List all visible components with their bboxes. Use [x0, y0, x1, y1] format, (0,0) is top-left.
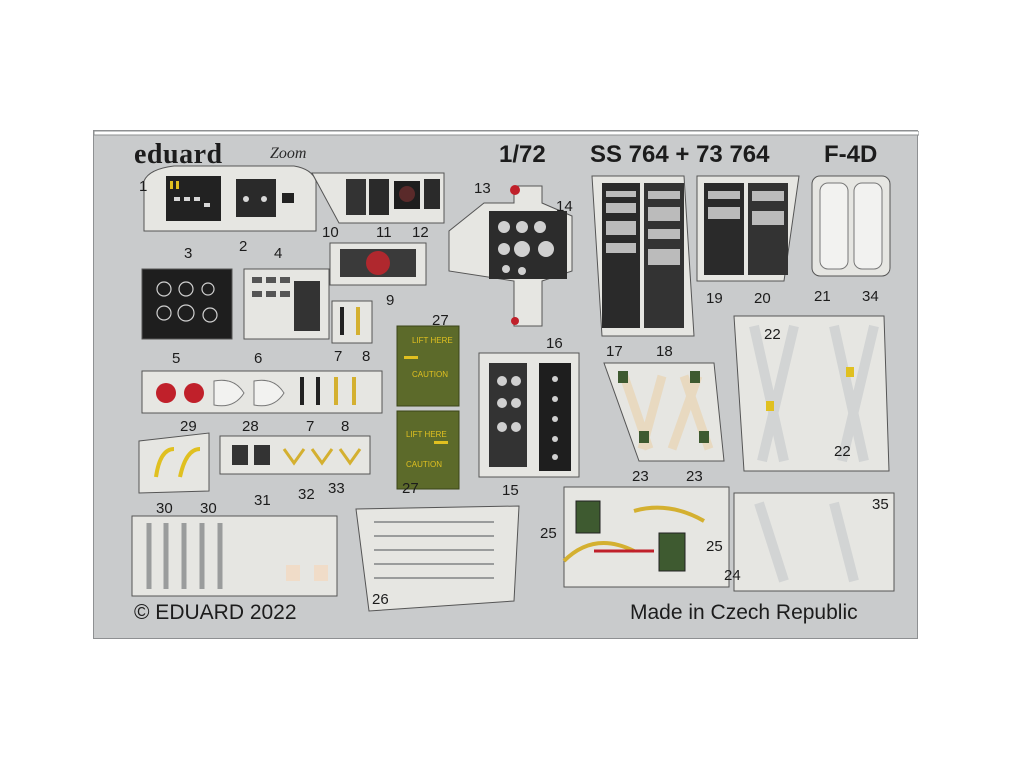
part-label: 8 [362, 348, 371, 365]
copyright-text: © EDUARD 2022 [134, 601, 297, 624]
photo-etch-fret: eduard Zoom 1/72 SS 764 + 73 764 F-4D © … [93, 130, 919, 639]
part-label: 25 [706, 538, 723, 555]
part-label: 2 [239, 238, 248, 255]
part-label: 23 [686, 468, 703, 485]
part-label: 3 [184, 245, 193, 262]
part-label: 33 [328, 480, 345, 497]
part-label: 18 [656, 343, 673, 360]
part-22-straps [733, 315, 890, 472]
part-17-18-consoles [591, 175, 695, 337]
scale-label: 1/72 [499, 141, 546, 168]
zoom-logo: Zoom [270, 145, 307, 162]
placard-text: CAUTION [406, 460, 442, 469]
fret-artwork [94, 131, 919, 612]
part-label: 23 [632, 468, 649, 485]
part-label: 9 [386, 292, 395, 309]
part-label: 5 [172, 350, 181, 367]
part-label: 11 [376, 224, 392, 241]
part-30-32 [131, 515, 338, 597]
part-label: 34 [862, 288, 879, 305]
part-label: 24 [724, 567, 741, 584]
part-label: 4 [274, 245, 283, 262]
part-1-coaming [143, 165, 317, 232]
part-label: 21 [814, 288, 831, 305]
part-label: 22 [834, 443, 851, 460]
part-19-20-consoles [696, 175, 800, 282]
part-10-12-rear-coaming [311, 172, 445, 224]
part-label: 30 [156, 500, 173, 517]
part-label: 15 [502, 482, 519, 499]
part-bracket [138, 432, 210, 494]
part-7-8-handles [331, 300, 373, 344]
part-label: 35 [872, 496, 889, 513]
part-label: 31 [254, 492, 271, 509]
set-code: SS 764 + 73 764 [590, 141, 770, 168]
part-label: 17 [606, 343, 623, 360]
part-9 [329, 242, 427, 286]
part-28-33 [219, 435, 371, 475]
part-label: 22 [764, 326, 781, 343]
part-13-14-center-panel [448, 185, 573, 327]
part-label: 13 [474, 180, 491, 197]
part-label: 30 [200, 500, 217, 517]
brand-logo: eduard [134, 139, 223, 170]
part-label: 32 [298, 486, 315, 503]
part-label: 28 [242, 418, 259, 435]
part-label: 20 [754, 290, 771, 307]
part-25-harness [562, 486, 730, 588]
part-label: 27 [402, 480, 419, 497]
part-label: 27 [432, 312, 449, 329]
part-label: 16 [546, 335, 563, 352]
part-label: 10 [322, 224, 339, 241]
part-label: 19 [706, 290, 723, 307]
model-name: F-4D [824, 141, 878, 168]
part-label: 6 [254, 350, 263, 367]
part-label: 29 [180, 418, 197, 435]
placard-text: LIFT HERE [406, 430, 447, 439]
part-15-16-panel [478, 352, 580, 478]
part-26-floor [355, 505, 520, 612]
part-23-straps [603, 362, 725, 462]
part-27-placards [396, 325, 460, 490]
placard-text: CAUTION [412, 370, 448, 379]
part-21-34-seat [811, 175, 891, 277]
part-label: 7 [306, 418, 315, 435]
part-29-row [141, 370, 383, 414]
part-24-35 [733, 492, 895, 592]
part-label: 12 [412, 224, 429, 241]
part-label: 7 [334, 348, 343, 365]
part-label: 1 [139, 178, 148, 195]
part-label: 8 [341, 418, 350, 435]
placard-text: LIFT HERE [412, 336, 453, 345]
part-label: 26 [372, 591, 389, 608]
part-5-6-instrument-panel [141, 268, 330, 340]
part-label: 25 [540, 525, 557, 542]
made-in-text: Made in Czech Republic [630, 601, 858, 624]
part-label: 14 [556, 198, 573, 215]
